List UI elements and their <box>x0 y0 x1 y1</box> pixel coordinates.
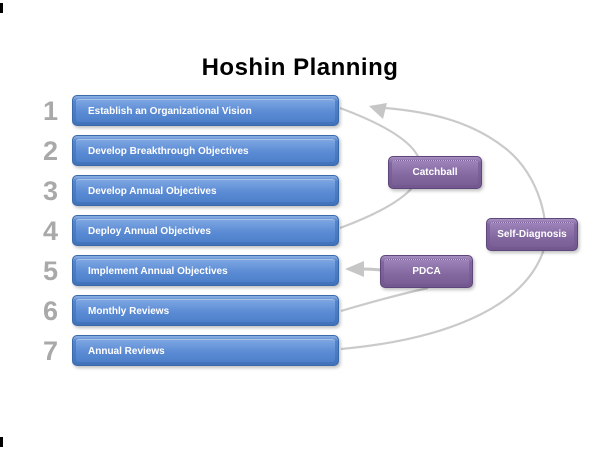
slide-edge-mark-top <box>0 3 3 13</box>
callout-pdca: PDCA <box>380 255 473 288</box>
step-number-7: 7 <box>42 336 58 366</box>
step-number-3: 3 <box>42 176 58 206</box>
step-number-6: 6 <box>42 296 58 326</box>
step-label: Deploy Annual Objectives <box>76 219 335 242</box>
step-label: Monthly Reviews <box>76 299 335 322</box>
callout-catchball: Catchball <box>388 156 482 189</box>
step-label: Develop Breakthrough Objectives <box>76 139 335 162</box>
step-label: Establish an Organizational Vision <box>76 99 335 122</box>
callout-label: PDCA <box>384 259 469 284</box>
step-box-implement-annual-objectives: Implement Annual Objectives <box>72 255 339 286</box>
slide-edge-mark-bottom <box>0 437 3 447</box>
step-box-deploy-annual-objectives: Deploy Annual Objectives <box>72 215 339 246</box>
callout-label: Catchball <box>392 160 478 185</box>
slide-title: Hoshin Planning <box>201 54 399 81</box>
step-box-annual-reviews: Annual Reviews <box>72 335 339 366</box>
step-number-5: 5 <box>42 256 58 286</box>
step-number-1: 1 <box>42 96 58 126</box>
step-box-breakthrough-objectives: Develop Breakthrough Objectives <box>72 135 339 166</box>
self-diagnosis-arrowhead-icon <box>369 103 387 119</box>
step-label: Develop Annual Objectives <box>76 179 335 202</box>
step-label: Annual Reviews <box>76 339 335 362</box>
pdca-arrow-shaft <box>361 267 382 272</box>
callout-self-diagnosis: Self-Diagnosis <box>486 218 578 251</box>
step-number-2: 2 <box>42 136 58 166</box>
step-box-develop-annual-objectives: Develop Annual Objectives <box>72 175 339 206</box>
step-box-monthly-reviews: Monthly Reviews <box>72 295 339 326</box>
callout-label: Self-Diagnosis <box>490 222 574 247</box>
monthly-to-pdca-curve <box>340 286 429 313</box>
step-box-establish-vision: Establish an Organizational Vision <box>72 95 339 126</box>
pdca-arrowhead-icon <box>345 261 364 277</box>
step-number-4: 4 <box>42 216 58 246</box>
step-label: Implement Annual Objectives <box>76 259 335 282</box>
